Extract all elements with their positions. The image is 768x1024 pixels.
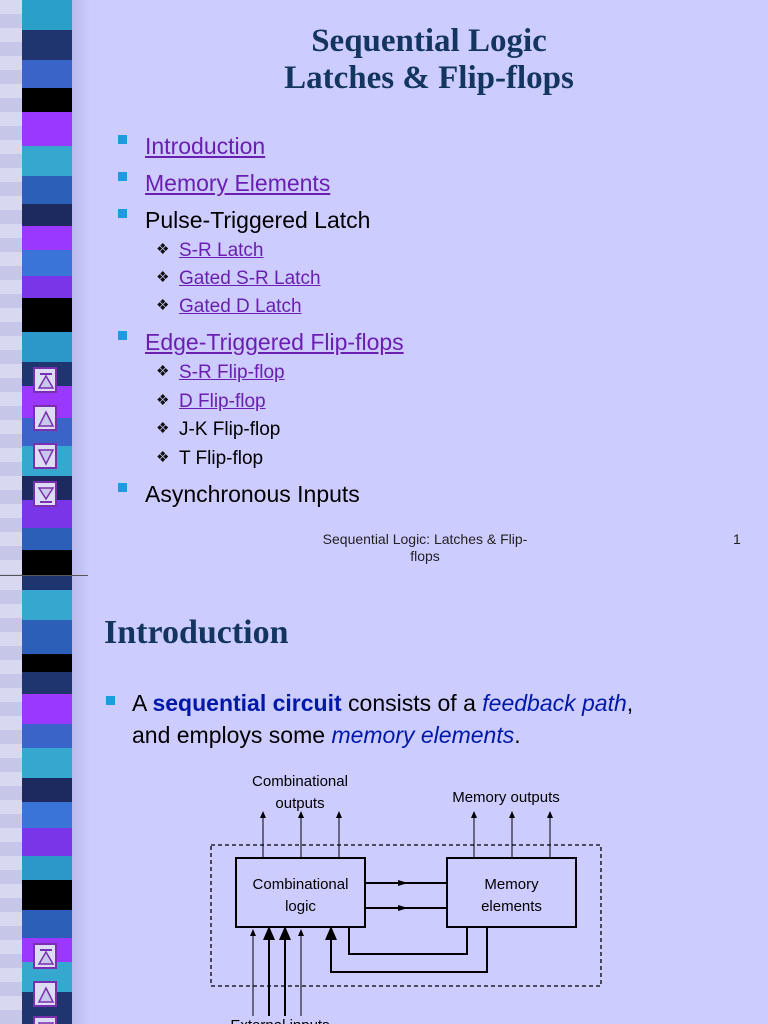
feedback-path-2	[325, 926, 488, 973]
label-memory-outputs: Memory outputs	[452, 789, 560, 806]
slide-2: Introduction A sequential circuit consis…	[0, 576, 768, 1024]
previous-slide-button-2[interactable]	[33, 981, 57, 1007]
first-slide-button-2[interactable]	[33, 943, 57, 969]
slide-1: Sequential Logic Latches & Flip-flops In…	[0, 0, 741, 576]
link-edge-triggered-flip-flops[interactable]: Edge-Triggered Flip-flops	[145, 329, 404, 355]
first-slide-icon	[37, 949, 55, 965]
link-introduction[interactable]: Introduction	[145, 133, 266, 159]
text-jk-flip-flop: J-K Flip-flop	[179, 419, 281, 440]
text-pulse-triggered-latch: Pulse-Triggered Latch	[145, 207, 371, 233]
sequential-circuit-diagram	[210, 811, 602, 1016]
label-combinational-outputs: Combinational outputs	[230, 771, 370, 815]
para-text: A	[132, 690, 153, 716]
link-sr-latch[interactable]: S-R Latch	[179, 240, 264, 261]
bullet-asynchronous-inputs: Asynchronous Inputs	[118, 481, 360, 508]
sub-bullet-gated-sr-latch: ❖Gated S-R Latch	[156, 268, 321, 289]
slide-title-line-1: Sequential Logic	[311, 23, 547, 59]
link-sr-flip-flop[interactable]: S-R Flip-flop	[179, 362, 285, 383]
intro-paragraph: A sequential circuit consists of a feedb…	[106, 687, 732, 751]
label-combinational-outputs-line-1: Combinational	[252, 773, 348, 790]
label-external-inputs: External inputs	[210, 1015, 350, 1024]
footer-line-2: flops	[410, 548, 440, 564]
term-memory-elements: memory elements	[331, 722, 515, 748]
slide-2-heading: Introduction	[104, 614, 289, 651]
first-slide-icon	[37, 373, 55, 389]
para-text: .	[514, 722, 521, 748]
sub-bullet-t-flip-flop: ❖T Flip-flop	[156, 448, 264, 469]
last-slide-icon	[37, 487, 55, 503]
term-sequential-circuit: sequential circuit	[152, 690, 342, 716]
slide-footer: Sequential Logic: Latches & Flip- flops	[310, 531, 540, 565]
label-combinational-logic-line-2: logic	[285, 898, 316, 915]
footer-line-1: Sequential Logic: Latches & Flip-	[322, 531, 528, 547]
feedback-path-1	[348, 927, 468, 955]
sub-bullet-sr-latch: ❖S-R Latch	[156, 240, 264, 261]
para-text: and employs some	[132, 722, 332, 748]
page-number: 1	[733, 531, 741, 547]
label-memory-elements: Memory elements	[447, 874, 576, 918]
sub-bullet-d-flip-flop: ❖D Flip-flop	[156, 391, 266, 412]
bullet-introduction: Introduction	[118, 133, 266, 160]
label-memory-elements-line-1: Memory	[484, 876, 539, 893]
text-t-flip-flop: T Flip-flop	[179, 448, 264, 469]
next-slide-icon	[37, 449, 55, 466]
link-d-flip-flop[interactable]: D Flip-flop	[179, 391, 266, 412]
para-text: consists of a	[341, 690, 483, 716]
previous-slide-button[interactable]	[33, 405, 57, 431]
label-combinational-logic: Combinational logic	[236, 874, 365, 918]
decorative-strip-2	[0, 576, 90, 1024]
link-gated-sr-latch[interactable]: Gated S-R Latch	[179, 268, 321, 289]
next-slide-button[interactable]	[33, 443, 57, 469]
slide-divider	[0, 575, 88, 576]
link-gated-d-latch[interactable]: Gated D Latch	[179, 296, 302, 317]
label-combinational-logic-line-1: Combinational	[252, 876, 349, 893]
previous-slide-icon	[37, 986, 55, 1003]
sub-bullet-jk-flip-flop: ❖J-K Flip-flop	[156, 419, 281, 440]
sub-bullet-sr-flip-flop: ❖S-R Flip-flop	[156, 362, 285, 383]
text-asynchronous-inputs: Asynchronous Inputs	[145, 481, 360, 507]
term-feedback-path: feedback path	[482, 690, 627, 716]
last-slide-button[interactable]	[33, 481, 57, 507]
bullet-memory-elements: Memory Elements	[118, 170, 331, 197]
bullet-pulse-triggered-latch: Pulse-Triggered Latch	[118, 207, 371, 234]
para-text: ,	[626, 690, 634, 716]
first-slide-button[interactable]	[33, 367, 57, 393]
previous-slide-icon	[37, 410, 55, 427]
label-memory-elements-line-2: elements	[481, 898, 542, 915]
slide-title-line-2: Latches & Flip-flops	[284, 60, 574, 96]
label-combinational-outputs-line-2: outputs	[275, 795, 325, 812]
bullet-edge-triggered-flip-flops: Edge-Triggered Flip-flops	[118, 329, 404, 356]
link-memory-elements[interactable]: Memory Elements	[145, 170, 331, 196]
sub-bullet-gated-d-latch: ❖Gated D Latch	[156, 296, 302, 317]
decorative-strip	[0, 0, 90, 576]
